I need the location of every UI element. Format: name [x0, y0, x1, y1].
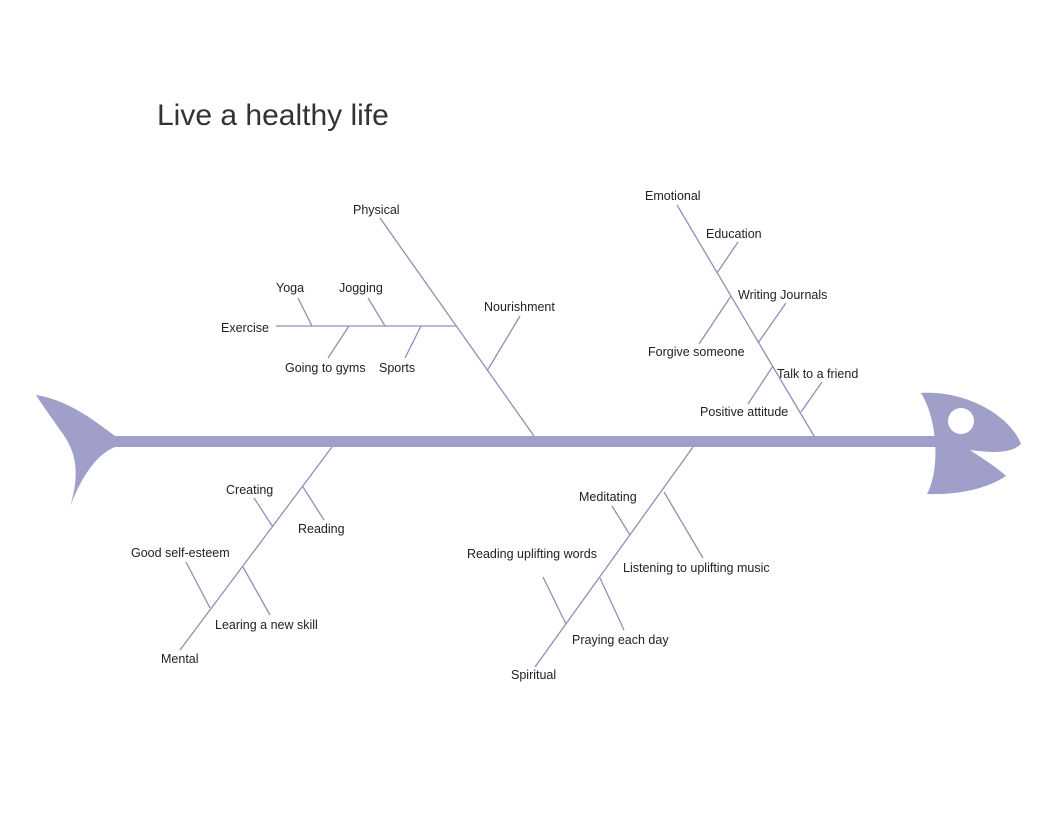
cause-talk-to-a-friend: Talk to a friend	[777, 367, 858, 381]
cause-writing-journals: Writing Journals	[738, 288, 827, 302]
cause-sports: Sports	[379, 361, 415, 375]
fish-tail	[36, 395, 115, 507]
cause-education: Education	[706, 227, 762, 241]
cause-learning-new-skill: Learing a new skill	[215, 618, 318, 632]
cause-reading-uplifting-words: Reading uplifting words	[467, 547, 597, 561]
fish-eye	[948, 408, 974, 434]
cause-good-self-esteem: Good self-esteem	[131, 546, 230, 560]
cause-reading: Reading	[298, 522, 345, 536]
cause-praying-each-day: Praying each day	[572, 633, 669, 647]
bone-spiritual	[534, 446, 704, 668]
cause-exercise: Exercise	[221, 321, 269, 335]
cause-listening-uplifting-music: Listening to uplifting music	[623, 561, 770, 575]
category-spiritual: Spiritual	[511, 668, 556, 682]
cause-positive-attitude: Positive attitude	[700, 405, 788, 419]
cause-creating: Creating	[226, 483, 273, 497]
fish-spine	[100, 436, 940, 447]
cause-meditating: Meditating	[579, 490, 637, 504]
category-mental: Mental	[161, 652, 199, 666]
cause-yoga: Yoga	[276, 281, 304, 295]
cause-nourishment: Nourishment	[484, 300, 555, 314]
fish-head	[921, 392, 1021, 495]
bone-physical	[276, 217, 535, 437]
bone-mental	[179, 446, 333, 651]
category-emotional: Emotional	[645, 189, 701, 203]
cause-going-to-gyms: Going to gyms	[285, 361, 366, 375]
cause-forgive-someone: Forgive someone	[648, 345, 745, 359]
diagram-title: Live a healthy life	[157, 99, 389, 132]
cause-jogging: Jogging	[339, 281, 383, 295]
bone-emotional	[676, 204, 823, 437]
category-physical: Physical	[353, 203, 400, 217]
